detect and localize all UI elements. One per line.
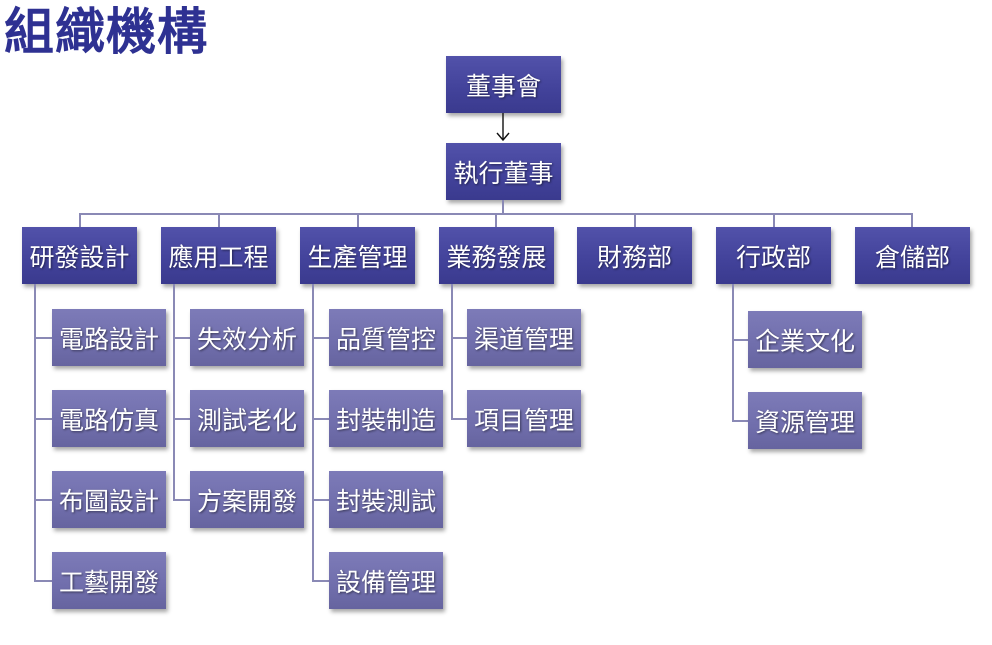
connector-line bbox=[173, 418, 190, 420]
connector-line bbox=[634, 213, 636, 227]
node-process-development: 工藝開發 bbox=[52, 552, 166, 609]
connector-line bbox=[34, 418, 52, 420]
connector-line bbox=[451, 337, 467, 339]
node-corporate-culture: 企業文化 bbox=[748, 311, 862, 368]
node-application-engineering: 應用工程 bbox=[161, 227, 276, 284]
node-packaging-testing: 封裝測試 bbox=[329, 471, 443, 528]
connector-line bbox=[173, 337, 190, 339]
connector-line bbox=[911, 213, 913, 227]
arrow-down-icon bbox=[496, 113, 510, 142]
node-circuit-simulation: 電路仿真 bbox=[52, 390, 166, 447]
node-equipment-management: 設備管理 bbox=[329, 552, 443, 609]
node-failure-analysis: 失效分析 bbox=[190, 309, 304, 366]
connector-line bbox=[357, 213, 359, 227]
node-board-of-directors: 董事會 bbox=[446, 56, 561, 113]
node-resource-management: 資源管理 bbox=[748, 392, 862, 449]
node-circuit-design: 電路設計 bbox=[52, 309, 166, 366]
node-finance: 財務部 bbox=[577, 227, 692, 284]
connector-line bbox=[173, 284, 175, 500]
connector-line bbox=[34, 499, 52, 501]
connector-line bbox=[312, 284, 314, 581]
connector-line bbox=[773, 213, 775, 227]
connector-line bbox=[732, 339, 748, 341]
connector-line bbox=[495, 213, 497, 227]
node-solution-development: 方案開發 bbox=[190, 471, 304, 528]
connector-line bbox=[79, 213, 81, 227]
node-layout-design: 布圖設計 bbox=[52, 471, 166, 528]
node-business-development: 業務發展 bbox=[439, 227, 554, 284]
connector-line bbox=[502, 200, 504, 214]
connector-line bbox=[34, 580, 52, 582]
node-warehouse: 倉儲部 bbox=[855, 227, 970, 284]
connector-line bbox=[173, 499, 190, 501]
page-title: 組織機構 bbox=[4, 3, 208, 61]
node-test-burn-in: 測試老化 bbox=[190, 390, 304, 447]
node-administration: 行政部 bbox=[716, 227, 831, 284]
node-project-management: 項目管理 bbox=[467, 390, 581, 447]
node-channel-management: 渠道管理 bbox=[467, 309, 581, 366]
node-quality-control: 品質管控 bbox=[329, 309, 443, 366]
connector-line bbox=[312, 337, 329, 339]
connector-line bbox=[451, 418, 467, 420]
node-rd-design: 研發設計 bbox=[22, 227, 137, 284]
connector-line bbox=[312, 499, 329, 501]
node-production-management: 生產管理 bbox=[300, 227, 415, 284]
connector-line bbox=[732, 284, 734, 421]
connector-line bbox=[34, 284, 36, 581]
node-executive-director: 執行董事 bbox=[446, 143, 561, 200]
connector-line bbox=[218, 213, 220, 227]
connector-line bbox=[732, 420, 748, 422]
node-packaging-manufacturing: 封裝制造 bbox=[329, 390, 443, 447]
connector-line bbox=[34, 337, 52, 339]
connector-line bbox=[312, 418, 329, 420]
connector-line bbox=[451, 284, 453, 419]
connector-line bbox=[312, 580, 329, 582]
